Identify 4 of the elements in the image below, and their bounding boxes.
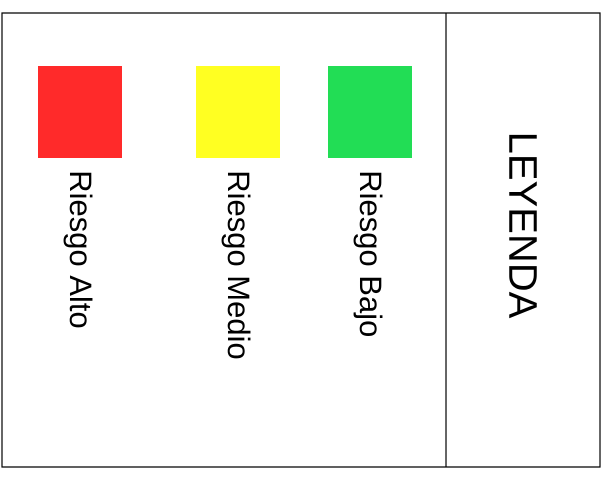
legend-label: Riesgo Bajo (354, 172, 382, 336)
legend-label: Riesgo Medio (222, 172, 250, 358)
legend-title: LEYENDA (509, 134, 537, 318)
legend-label: Riesgo Alto (64, 172, 92, 328)
